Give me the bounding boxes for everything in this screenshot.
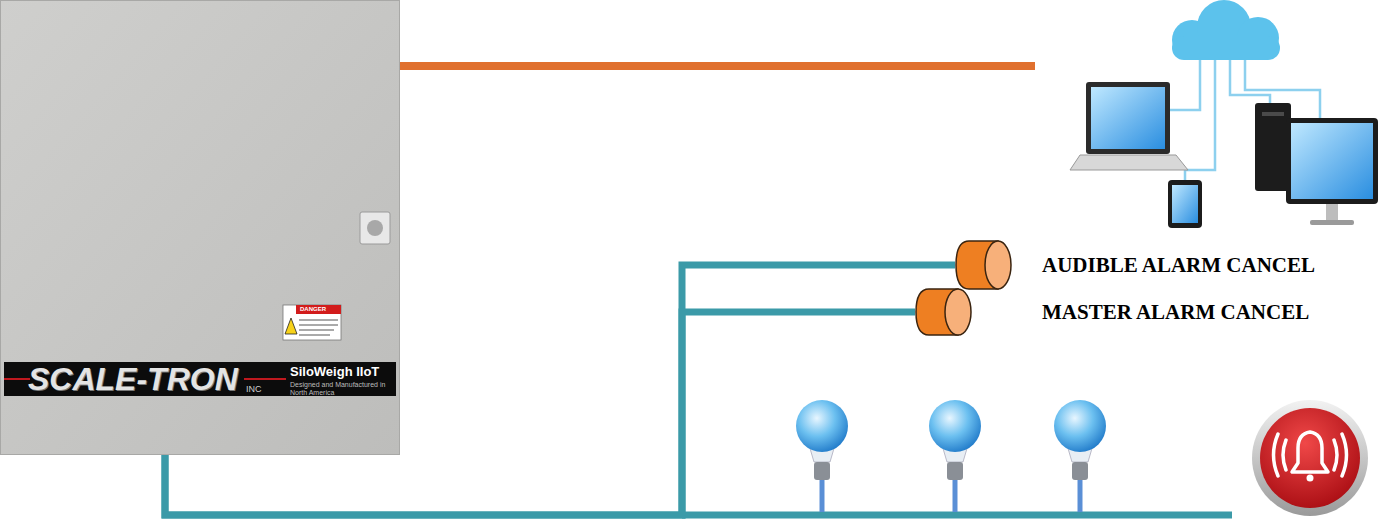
bulbs [796, 400, 1106, 512]
monitor-stand [1326, 204, 1338, 220]
button-face [985, 241, 1011, 289]
laptop-base [1070, 155, 1188, 170]
pc-tower-slot [1262, 112, 1284, 116]
network-link [400, 62, 1035, 70]
control-enclosure: SCALE-TRON INC SiloWeigh IIoT Designed and … [0, 0, 400, 455]
danger-band [296, 305, 341, 314]
bulb-stem [953, 480, 958, 512]
logo-stripe [4, 362, 396, 396]
laptop-screen [1086, 82, 1170, 154]
origin-note: Designed and Manufactured in North Ameri… [290, 381, 390, 397]
monitor [1286, 118, 1378, 204]
monitor-foot [1310, 220, 1354, 225]
enclosure-edge [1, 1, 400, 455]
brand-logo: SCALE-TRON [28, 362, 238, 396]
button-face [945, 289, 971, 335]
sticker-line [299, 330, 334, 331]
sticker-line [299, 335, 330, 336]
signal-wire [165, 265, 955, 515]
monitor-display [1291, 123, 1373, 199]
alarm-ring [1252, 400, 1368, 516]
alarm-cancel-button: MASTER ALARM CANCEL [915, 288, 972, 336]
logo-stripe-red [4, 378, 30, 380]
bulb-stem [1078, 480, 1083, 512]
pc-tower [1255, 103, 1291, 191]
alarm-bell [1292, 432, 1328, 472]
button-shape [915, 288, 972, 336]
vent-grille [367, 220, 383, 236]
bulb-base [1072, 462, 1088, 480]
logo-stripe-red [244, 378, 286, 380]
button-shape [955, 240, 1012, 290]
alarm-cancel-button: AUDIBLE ALARM CANCEL [955, 240, 1012, 290]
field-wire [682, 512, 1232, 519]
hazard-triangle [285, 318, 297, 334]
bulb-glass [796, 400, 848, 452]
warning-text: DANGER [300, 306, 326, 313]
enclosure-body [0, 0, 400, 455]
laptop-display [1091, 87, 1165, 149]
bulb-base [947, 462, 963, 480]
vent [360, 212, 390, 244]
cloud [1172, 36, 1280, 60]
brand-suffix: INC [246, 384, 262, 394]
button-label: AUDIBLE ALARM CANCEL [1042, 253, 1315, 277]
signal-wire [165, 312, 915, 515]
bulb-glass [1054, 400, 1106, 452]
danger-sticker [283, 305, 341, 340]
alarm-face [1260, 408, 1360, 508]
button-label: MASTER ALARM CANCEL [1042, 300, 1309, 324]
bulb-glass [929, 400, 981, 452]
bulb-stem [820, 480, 825, 512]
sticker-line [299, 320, 338, 321]
tablet [1168, 180, 1202, 228]
alarm-wave [1274, 434, 1347, 476]
bulb-base [814, 462, 830, 480]
tablet-display [1172, 185, 1198, 223]
alarm-icon [1252, 400, 1368, 516]
sticker-line [299, 325, 338, 326]
cloud-devices [1070, 0, 1378, 228]
model-name: SiloWeigh IIoT [290, 364, 379, 379]
alarm-clapper [1307, 475, 1314, 482]
